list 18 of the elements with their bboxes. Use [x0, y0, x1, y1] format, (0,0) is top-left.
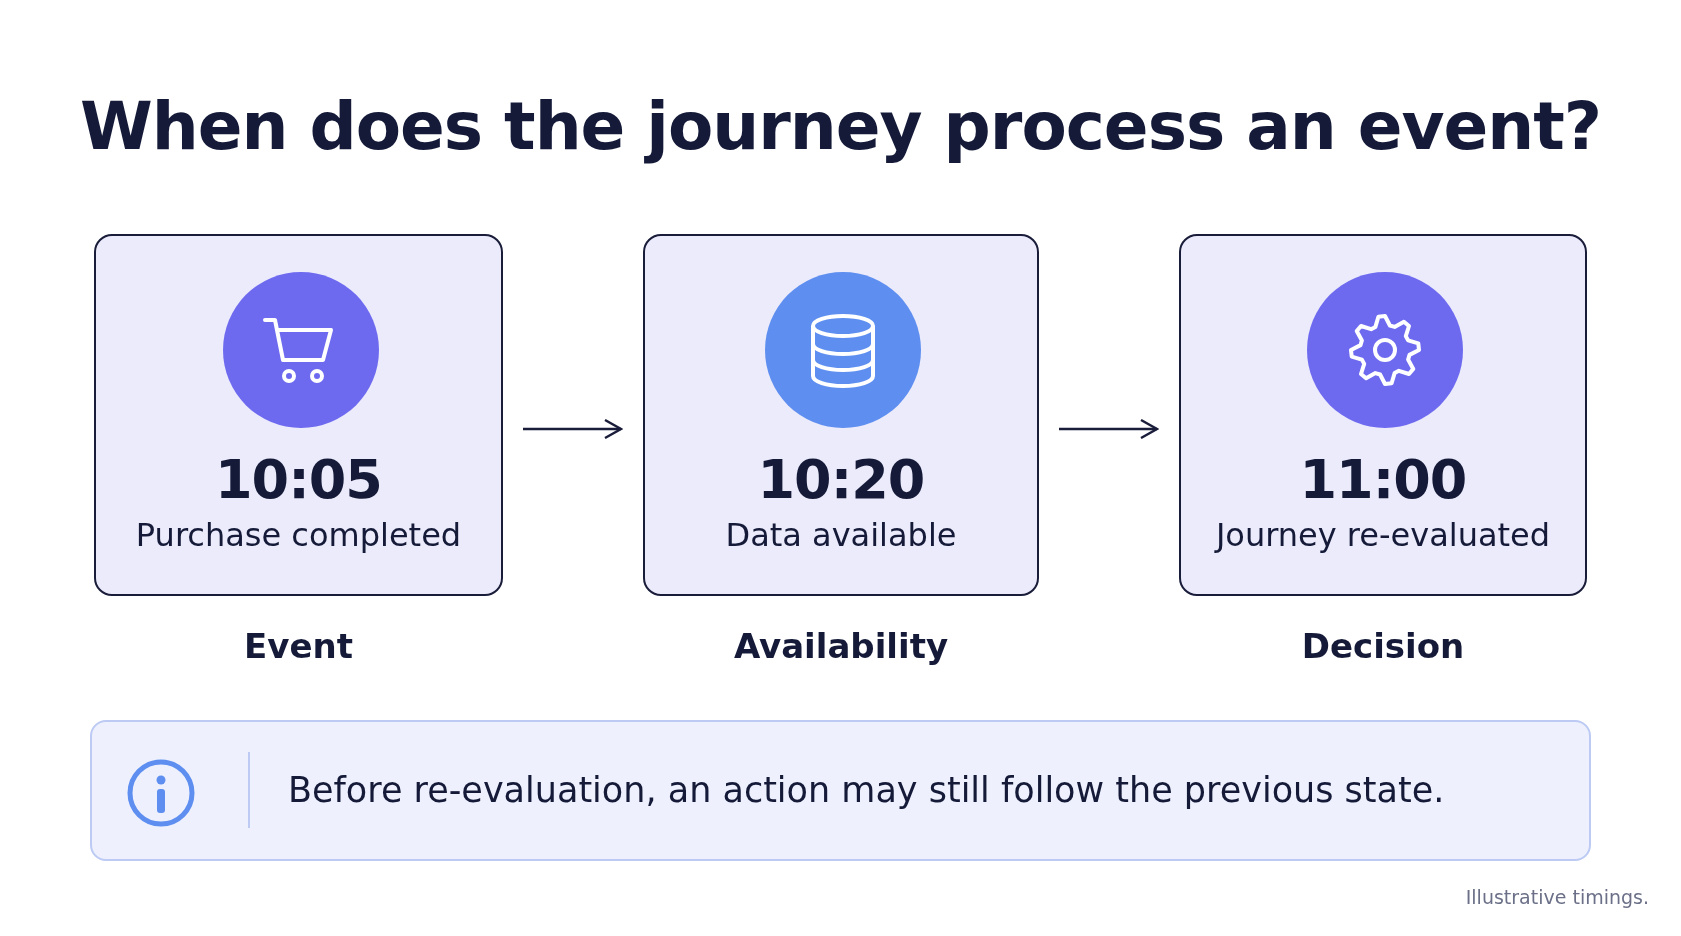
- step-description: Data available: [725, 516, 957, 554]
- step-card: [643, 234, 1039, 596]
- time-label: 10:05: [215, 448, 382, 511]
- step-card: [94, 234, 503, 596]
- info-banner: [90, 720, 1591, 861]
- arrow: [1059, 418, 1159, 440]
- step-description: Journey re-evaluated: [1215, 516, 1551, 554]
- note-text: Before re-evaluation, an action may still follow the previous state.: [288, 770, 1445, 810]
- step-description: Purchase completed: [135, 516, 462, 554]
- arrow: [523, 418, 623, 440]
- stage-label: Decision: [1301, 626, 1465, 666]
- stage-label: Event: [244, 626, 353, 666]
- stage-label: Availability: [733, 626, 949, 666]
- time-label: 11:00: [1299, 448, 1467, 511]
- footnote: Illustrative timings.: [1465, 886, 1649, 908]
- title: When does the journey process an event?: [79, 88, 1602, 165]
- step-card: [1179, 234, 1587, 596]
- time-label: 10:20: [757, 448, 925, 511]
